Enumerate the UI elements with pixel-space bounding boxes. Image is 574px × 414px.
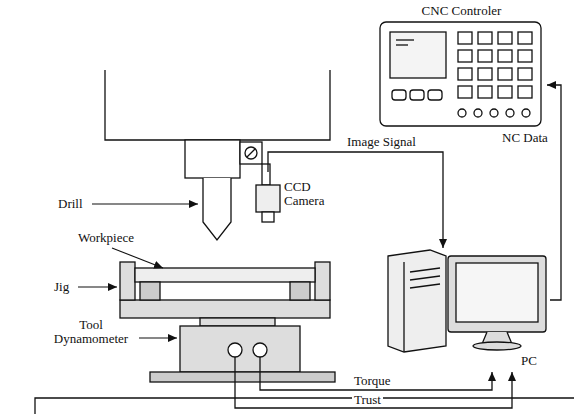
pc-tower-edge (403, 262, 404, 352)
spindle-head (105, 70, 330, 140)
camera-node: CCD Camera (255, 172, 340, 224)
controller-key (518, 50, 532, 62)
leader-line (78, 286, 117, 287)
leader-line (112, 248, 163, 268)
controller-key (458, 50, 472, 62)
workpiece-plate (135, 268, 315, 282)
signal-label: Torque (352, 374, 393, 388)
part-label: Drill (58, 197, 83, 211)
signal-wire (234, 357, 235, 372)
controller-knob (506, 109, 514, 117)
dynamometer-collar (200, 318, 275, 326)
controller-key (478, 86, 492, 98)
signal-wire (259, 357, 260, 372)
mount-screw (247, 149, 255, 157)
camera-mount (240, 142, 262, 164)
controller-key (498, 50, 512, 62)
signal-connector (268, 152, 443, 248)
controller-knob (522, 109, 530, 117)
jig-wall (120, 262, 135, 300)
jig-support (290, 282, 310, 300)
controller-knob (458, 109, 466, 117)
dynamometer-node: Tool Dynamometer (180, 326, 300, 372)
controller-knob (490, 109, 498, 117)
monitor-base (473, 342, 521, 350)
drive-bay (410, 276, 440, 280)
dynamometer-body (180, 326, 300, 372)
controller-key (498, 86, 512, 98)
signal-connector (235, 372, 512, 408)
signal-label: Trust (352, 393, 383, 407)
machine-table (35, 398, 574, 414)
pc-tower (388, 250, 446, 352)
signal-connector (260, 372, 492, 390)
base-plate (150, 372, 335, 382)
controller-key (458, 32, 472, 44)
controller-housing (380, 22, 541, 126)
screen-line (396, 39, 414, 40)
controller-key (478, 50, 492, 62)
signal-label: Image Signal (345, 135, 418, 149)
camera-bracket (262, 164, 270, 185)
leader-line (139, 337, 177, 338)
node-label: Tool Dynamometer (46, 318, 136, 347)
drill-bit (203, 178, 231, 240)
controller-knob (474, 109, 482, 117)
signal-label: NC Data (500, 131, 550, 145)
screen-line (396, 44, 408, 45)
controller-key (410, 90, 424, 100)
node-label: CNC Controler (378, 4, 545, 18)
controller-key (428, 90, 442, 100)
leader-line (92, 203, 198, 204)
controller-key (518, 68, 532, 80)
jig-base (120, 300, 330, 318)
drive-bay (410, 284, 440, 288)
controller-key (518, 86, 532, 98)
signal-port (253, 343, 267, 357)
controller-screen (390, 32, 446, 78)
controller-buttons (392, 32, 532, 117)
jig-support (140, 282, 160, 300)
node-label: PC (521, 354, 537, 368)
monitor (448, 256, 546, 332)
pc-node: PC (383, 248, 550, 372)
monitor-screen (456, 263, 538, 322)
controller-key (478, 32, 492, 44)
signal-port (228, 343, 242, 357)
controller-key (458, 68, 472, 80)
mount-screw (245, 147, 257, 159)
part-label: Workpiece (78, 231, 134, 245)
controller-key (458, 86, 472, 98)
controller-key (518, 32, 532, 44)
spindle (185, 140, 240, 178)
signal-connector (547, 85, 561, 300)
controller-node: CNC Controler (378, 2, 547, 128)
controller-key (498, 68, 512, 80)
camera-body (256, 185, 280, 212)
jig-wall (315, 262, 330, 300)
part-label: Jig (54, 280, 69, 294)
controller-key (498, 32, 512, 44)
drive-bay (410, 268, 440, 272)
controller-key (478, 68, 492, 80)
camera-lens (262, 212, 274, 222)
controller-key (392, 90, 406, 100)
node-label: CCD Camera (284, 180, 334, 209)
